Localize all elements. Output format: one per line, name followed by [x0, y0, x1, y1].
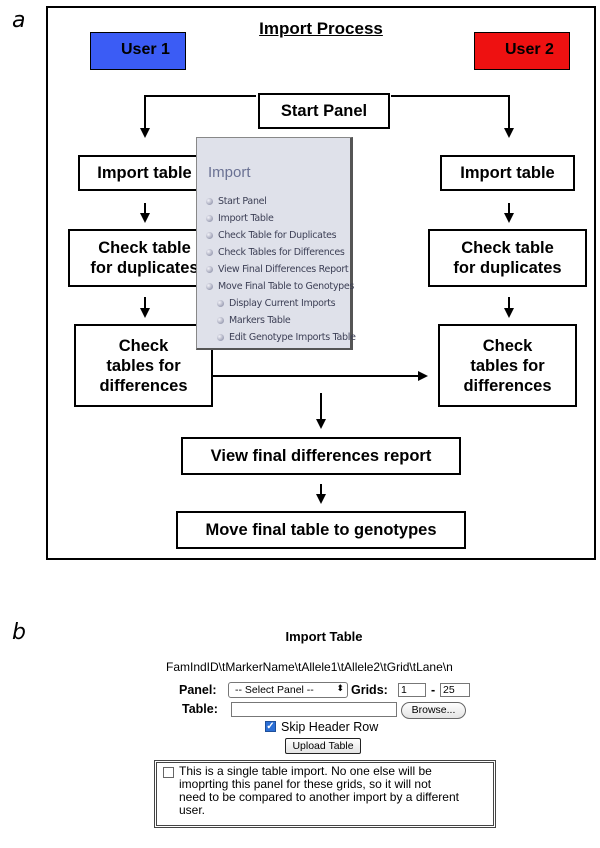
grid-dash: -: [431, 683, 436, 697]
left-import-table-box: Import table: [78, 155, 211, 191]
menu-item-display-imports[interactable]: Display Current Imports: [217, 298, 336, 309]
single-import-notice: This is a single table import. No one el…: [154, 760, 496, 828]
panel-select[interactable]: -- Select Panel -- ⬍: [228, 682, 348, 698]
table-label: Table:: [182, 702, 218, 716]
format-line: FamIndID\tMarkerName\tAllele1\tAllele2\t…: [166, 660, 453, 674]
left-check-differences-box: Check tables for differences: [74, 324, 213, 407]
right-dup-line2: for duplicates: [453, 259, 562, 277]
left-diff-line1: Check: [118, 336, 169, 355]
right-dup-line1: Check table: [461, 239, 554, 257]
bullet-icon: [206, 283, 213, 290]
note-line-3: need to be compared to another import by…: [179, 790, 459, 804]
bullet-icon: [206, 232, 213, 239]
menu-item-view-report[interactable]: View Final Differences Report: [206, 264, 349, 275]
single-import-checkbox[interactable]: [163, 767, 174, 778]
menu-item-markers-table[interactable]: Markers Table: [217, 315, 291, 326]
menu-item-move-final-table[interactable]: Move Final Table to Genotypes: [206, 281, 354, 292]
menu-item-start-panel[interactable]: Start Panel: [206, 196, 267, 207]
user2-label: User 2: [474, 32, 570, 70]
right-diff-line1: Check: [482, 336, 533, 355]
import-table-title: Import Table: [285, 629, 363, 644]
left-dup-line2: for duplicates: [90, 259, 199, 277]
left-dup-line1: Check table: [98, 239, 191, 257]
bullet-icon: [217, 317, 224, 324]
select-arrows-icon: ⬍: [336, 683, 344, 693]
grids-label: Grids:: [351, 683, 388, 697]
note-line-1: This is a single table import. No one el…: [179, 764, 432, 778]
note-line-2: imoprting this panel for these grids, so…: [179, 777, 432, 791]
right-diff-line3: differences: [463, 376, 552, 395]
bullet-icon: [206, 266, 213, 273]
left-diff-line2: tables for: [106, 356, 181, 375]
menu-item-edit-imports-table[interactable]: Edit Genotype Imports Table: [217, 332, 356, 343]
start-panel-box: Start Panel: [258, 93, 390, 129]
bullet-icon: [206, 249, 213, 256]
note-line-4: user.: [179, 803, 206, 817]
upload-table-button[interactable]: Upload Table: [285, 738, 361, 754]
grid-to-input[interactable]: 25: [440, 683, 470, 697]
right-import-table-box: Import table: [440, 155, 575, 191]
menu-title: Import: [208, 164, 251, 181]
grid-from-input[interactable]: 1: [398, 683, 426, 697]
bullet-icon: [217, 300, 224, 307]
move-genotypes-box: Move final table to genotypes: [176, 511, 466, 549]
right-check-differences-box: Check tables for differences: [438, 324, 577, 407]
panel-b-letter: b: [12, 620, 26, 645]
menu-item-import-table[interactable]: Import Table: [206, 213, 274, 224]
panel-select-value: -- Select Panel --: [235, 684, 314, 696]
final-report-box: View final differences report: [181, 437, 461, 475]
arrow-start-right: [391, 95, 514, 138]
bullet-icon: [206, 215, 213, 222]
right-diff-line2: tables for: [470, 356, 545, 375]
import-menu-screenshot: Import Start Panel Import Table Check Ta…: [196, 137, 356, 350]
left-diff-line3: differences: [99, 376, 188, 395]
panel-a-letter: a: [12, 8, 26, 33]
menu-item-check-duplicates[interactable]: Check Table for Duplicates: [206, 230, 337, 241]
bullet-icon: [217, 334, 224, 341]
import-process-diagram: Import Process: [46, 6, 596, 560]
skip-header-label: Skip Header Row: [281, 720, 379, 734]
bullet-icon: [206, 198, 213, 205]
menu-item-check-differences[interactable]: Check Tables for Differences: [206, 247, 345, 258]
table-file-input[interactable]: [231, 702, 397, 717]
right-check-duplicates-box: Check table for duplicates: [428, 229, 587, 287]
arrow-start-left: [140, 95, 256, 138]
browse-button[interactable]: Browse...: [401, 702, 466, 719]
user1-label: User 1: [90, 32, 186, 70]
diagram-title: Import Process: [259, 19, 383, 38]
panel-label: Panel:: [179, 683, 217, 697]
skip-header-checkbox[interactable]: ✓: [265, 721, 276, 732]
